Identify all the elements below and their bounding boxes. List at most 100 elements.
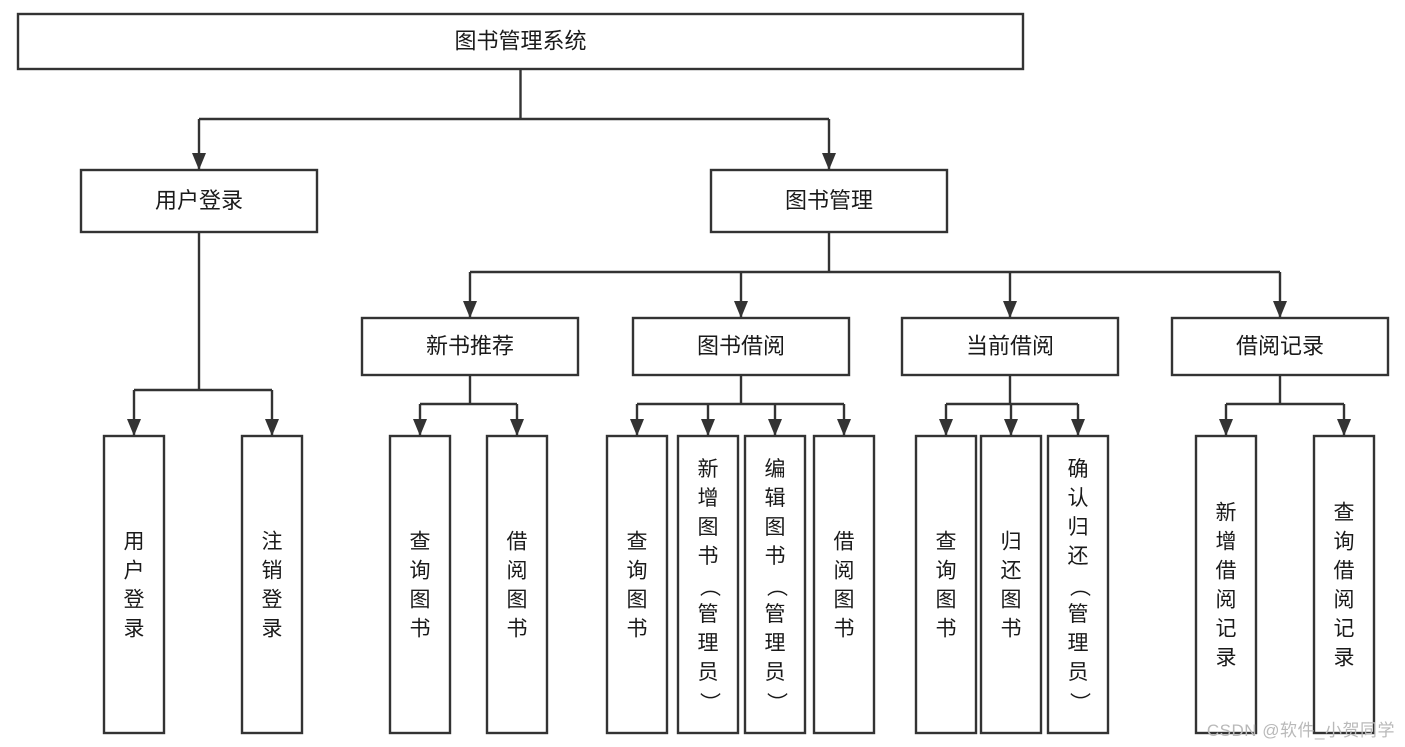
node-label-leaf-user-login: 用 xyxy=(124,531,145,554)
node-label-root: 图书管理系统 xyxy=(454,28,586,53)
node-label-leaf-edit-book-admin: ） xyxy=(764,692,787,713)
node-user-login[interactable]: 用户登录 xyxy=(79,168,319,234)
node-box-new-book-recommend xyxy=(360,316,580,377)
node-label-leaf-logout-login: 注 xyxy=(262,531,283,554)
node-label-leaf-query-book-current: 图 xyxy=(936,589,957,612)
node-label-current-borrow: 当前借阅 xyxy=(966,333,1054,358)
node-label-leaf-add-borrow-record: 增 xyxy=(1216,531,1237,554)
node-label-leaf-return-book: 归 xyxy=(1001,531,1022,554)
node-label-leaf-confirm-return-admin: （ xyxy=(1067,576,1090,597)
arrow-head-icon xyxy=(630,419,644,436)
node-label-leaf-add-book-admin: 新 xyxy=(698,458,719,481)
node-label-leaf-query-borrow-record: 询 xyxy=(1334,531,1355,554)
node-label-leaf-borrow-book: 阅 xyxy=(834,560,855,583)
node-label-leaf-add-book-admin: ） xyxy=(697,692,720,713)
arrow-head-icon xyxy=(1004,419,1018,436)
node-label-leaf-add-book-admin: 书 xyxy=(698,545,719,568)
arrow-head-icon xyxy=(701,419,715,436)
node-label-leaf-query-borrow-record: 阅 xyxy=(1334,589,1355,612)
arrow-head-icon xyxy=(413,419,427,436)
node-label-leaf-return-book: 书 xyxy=(1001,618,1022,641)
node-box-book-management xyxy=(709,168,949,234)
node-box-leaf-user-login xyxy=(102,434,166,735)
node-label-leaf-borrow-book-recommend: 图 xyxy=(507,589,528,612)
node-label-leaf-add-borrow-record: 录 xyxy=(1216,647,1237,670)
node-label-leaf-user-login: 登 xyxy=(124,589,145,612)
node-label-leaf-confirm-return-admin: 理 xyxy=(1068,632,1089,655)
node-box-leaf-return-book xyxy=(979,434,1043,735)
node-label-leaf-add-borrow-record: 阅 xyxy=(1216,589,1237,612)
arrow-head-icon xyxy=(822,153,836,170)
arrow-head-icon xyxy=(837,419,851,436)
node-label-leaf-query-book-current: 书 xyxy=(936,618,957,641)
node-label-leaf-user-login: 户 xyxy=(124,560,145,583)
node-borrow-record[interactable]: 借阅记录 xyxy=(1170,316,1390,377)
node-label-leaf-query-borrow-record: 录 xyxy=(1334,647,1355,670)
arrow-head-icon xyxy=(127,419,141,436)
node-box-current-borrow xyxy=(900,316,1120,377)
node-box-leaf-logout-login xyxy=(240,434,304,735)
node-label-leaf-return-book: 还 xyxy=(1001,560,1022,583)
node-label-leaf-query-book-borrow: 查 xyxy=(627,531,648,554)
node-label-leaf-confirm-return-admin: 确 xyxy=(1068,458,1089,481)
node-leaf-user-login[interactable]: 用户登录 xyxy=(102,434,166,735)
node-label-leaf-query-borrow-record: 记 xyxy=(1334,618,1355,641)
node-book-management[interactable]: 图书管理 xyxy=(709,168,949,234)
node-label-leaf-add-borrow-record: 记 xyxy=(1216,618,1237,641)
node-label-leaf-borrow-book-recommend: 书 xyxy=(507,618,528,641)
node-box-leaf-confirm-return-admin xyxy=(1046,434,1110,735)
node-label-leaf-add-borrow-record: 借 xyxy=(1216,560,1237,583)
node-root[interactable]: 图书管理系统 xyxy=(16,12,1025,71)
node-box-user-login xyxy=(79,168,319,234)
node-label-leaf-add-book-admin: 增 xyxy=(698,487,719,510)
node-label-leaf-query-book-current: 询 xyxy=(936,560,957,583)
node-label-leaf-query-book-current: 查 xyxy=(936,531,957,554)
arrow-head-icon xyxy=(1071,419,1085,436)
node-label-leaf-return-book: 图 xyxy=(1001,589,1022,612)
node-label-leaf-edit-book-admin: 管 xyxy=(765,603,786,626)
node-label-leaf-borrow-book-recommend: 借 xyxy=(507,531,528,554)
node-label-book-management: 图书管理 xyxy=(785,188,873,213)
node-label-borrow-record: 借阅记录 xyxy=(1236,333,1324,358)
arrow-head-icon xyxy=(1003,301,1017,318)
node-box-leaf-borrow-book-recommend xyxy=(485,434,549,735)
node-label-leaf-logout-login: 销 xyxy=(262,560,283,583)
node-current-borrow[interactable]: 当前借阅 xyxy=(900,316,1120,377)
node-label-leaf-add-book-admin: 管 xyxy=(698,603,719,626)
node-label-leaf-query-borrow-record: 查 xyxy=(1334,502,1355,525)
node-label-leaf-edit-book-admin: 图 xyxy=(765,516,786,539)
node-box-leaf-query-borrow-record xyxy=(1312,434,1376,735)
node-box-leaf-query-book-current xyxy=(914,434,978,735)
node-label-leaf-add-book-admin: 理 xyxy=(698,632,719,655)
arrow-head-icon xyxy=(510,419,524,436)
node-label-leaf-confirm-return-admin: 管 xyxy=(1068,603,1089,626)
node-label-leaf-borrow-book: 书 xyxy=(834,618,855,641)
node-label-leaf-borrow-book-recommend: 阅 xyxy=(507,560,528,583)
node-new-book-recommend[interactable]: 新书推荐 xyxy=(360,316,580,377)
node-label-book-borrow: 图书借阅 xyxy=(697,333,785,358)
node-book-borrow[interactable]: 图书借阅 xyxy=(631,316,851,377)
node-label-leaf-add-book-admin: （ xyxy=(697,576,720,597)
node-label-leaf-add-book-admin: 图 xyxy=(698,516,719,539)
node-boxes: 图书管理系统用户登录图书管理新书推荐图书借阅当前借阅借阅记录用户登录注销登录查询… xyxy=(16,12,1390,735)
node-label-leaf-edit-book-admin: 书 xyxy=(765,545,786,568)
node-label-leaf-query-book-recommend: 图 xyxy=(410,589,431,612)
csdn-watermark: CSDN @软件_小贺同学 xyxy=(1206,721,1395,740)
node-box-root xyxy=(16,12,1025,71)
node-label-leaf-add-borrow-record: 新 xyxy=(1216,502,1237,525)
node-box-leaf-edit-book-admin xyxy=(743,434,807,735)
arrow-head-icon xyxy=(1337,419,1351,436)
node-label-leaf-query-book-borrow: 询 xyxy=(627,560,648,583)
